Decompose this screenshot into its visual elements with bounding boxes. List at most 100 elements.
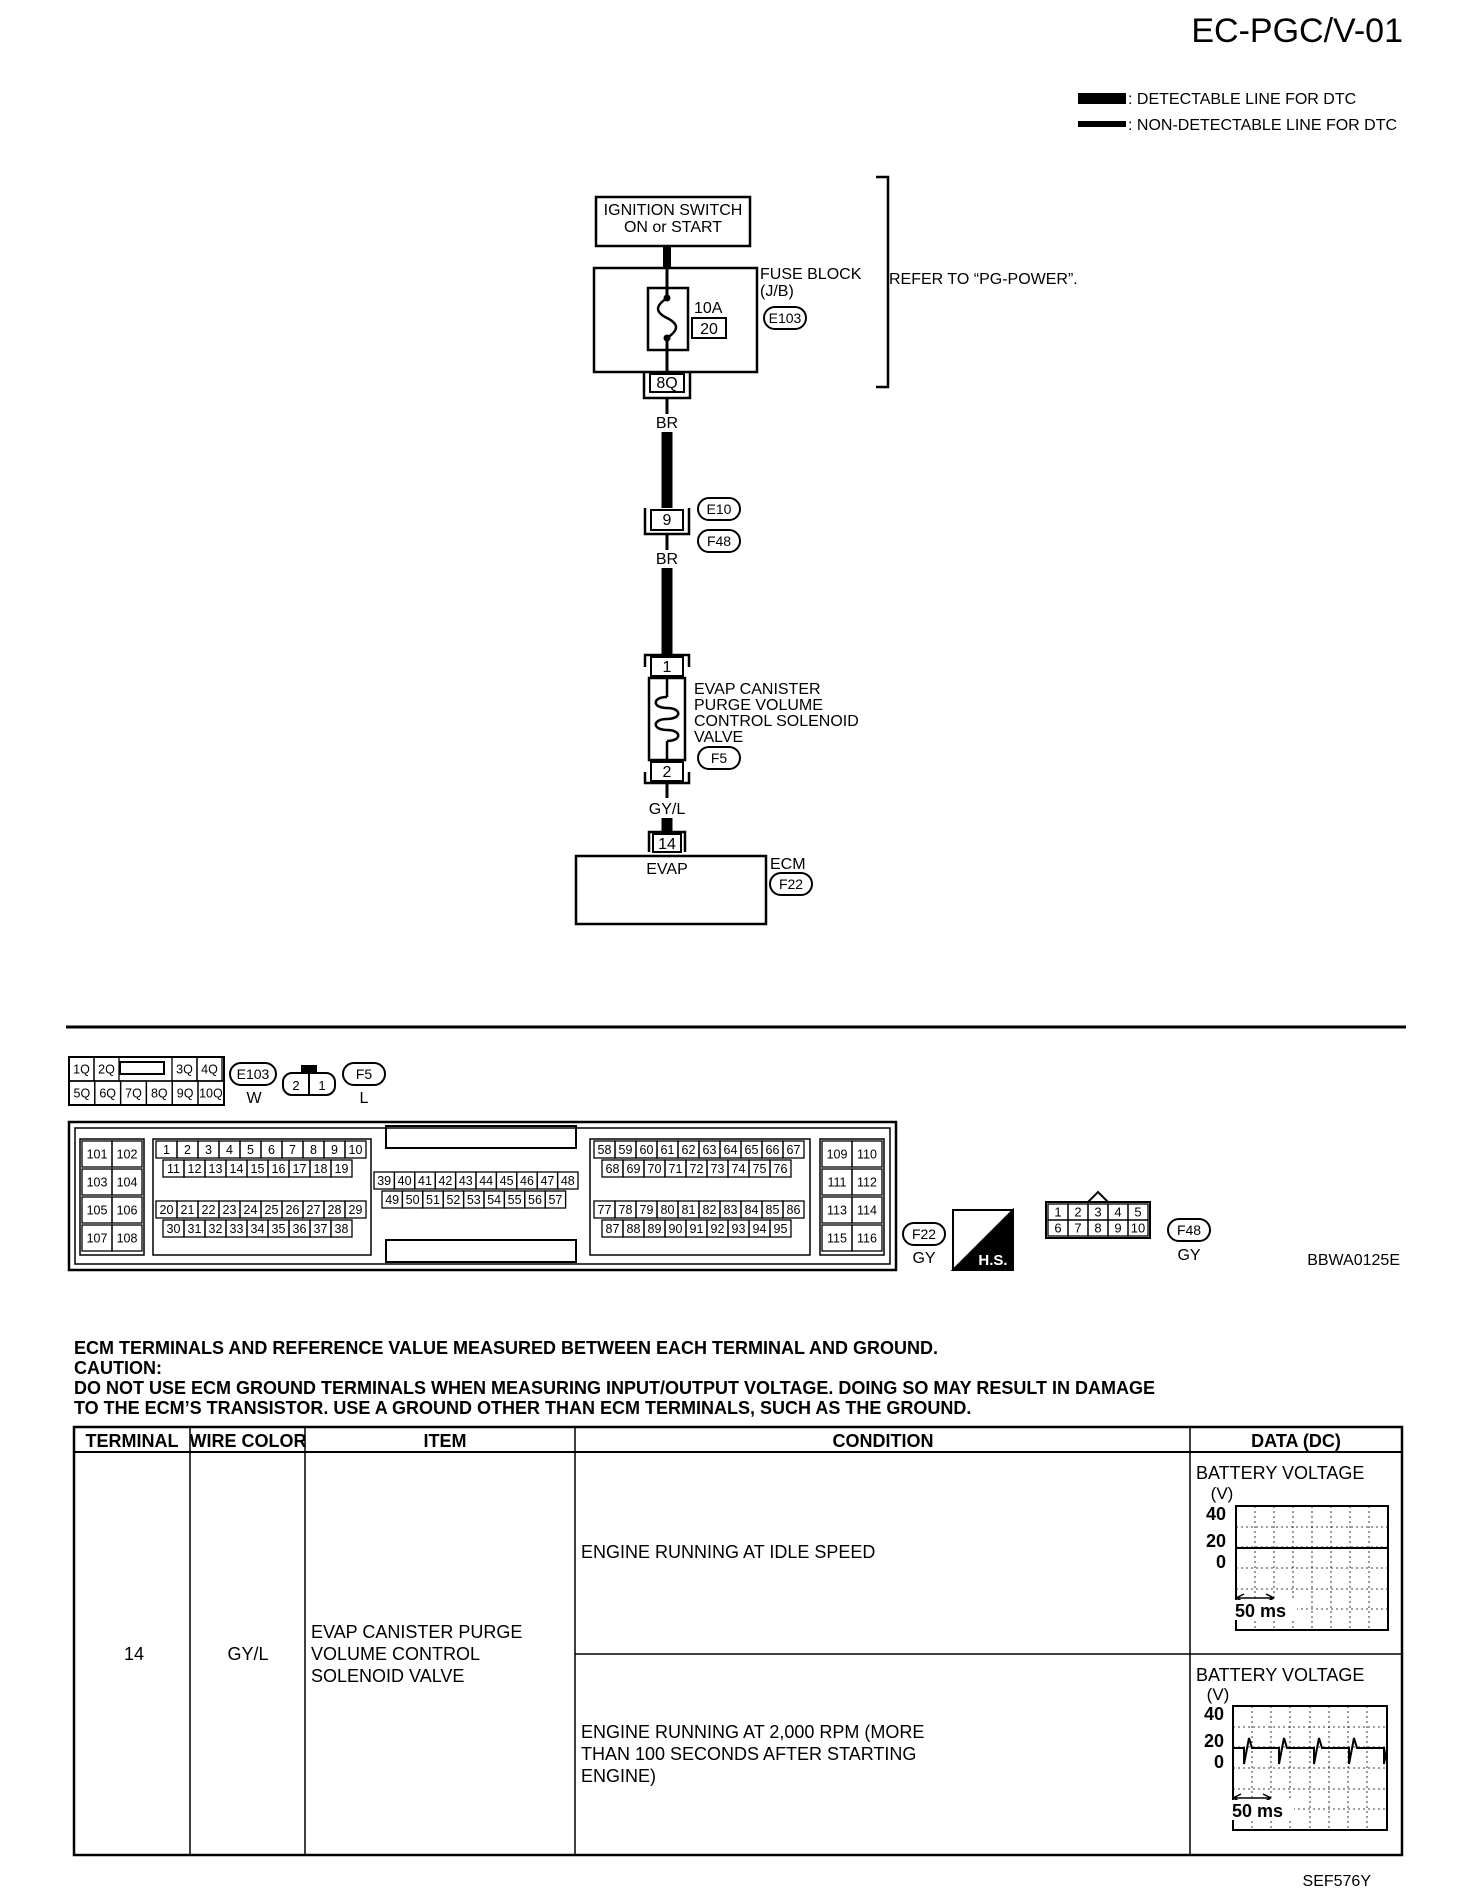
pin-8: 8	[1087, 1219, 1109, 1237]
svg-text:BR: BR	[656, 551, 678, 568]
pin-109: 109	[821, 1140, 853, 1168]
svg-text:3Q: 3Q	[176, 1063, 193, 1077]
svg-text:20: 20	[700, 321, 718, 338]
svg-text:9: 9	[331, 1143, 338, 1157]
svg-text:9Q: 9Q	[177, 1087, 194, 1101]
pin-69: 69	[622, 1159, 645, 1178]
svg-text:44: 44	[479, 1174, 493, 1188]
svg-text:6: 6	[1054, 1221, 1061, 1236]
pin-11: 11	[162, 1159, 185, 1178]
svg-text:87: 87	[606, 1222, 620, 1236]
cell-terminal: 14	[124, 1644, 144, 1664]
svg-text:F48: F48	[707, 533, 731, 549]
cell-condition-2000-3: ENGINE)	[581, 1766, 656, 1786]
pin-82: 82	[698, 1200, 721, 1219]
pin-4: 4	[218, 1140, 241, 1159]
svg-text:50 ms: 50 ms	[1235, 1601, 1286, 1621]
pin-3Q: 3Q	[171, 1056, 198, 1082]
svg-text:67: 67	[787, 1143, 801, 1157]
wiring-labels: IGNITION SWITCH ON or START FUSE BLOCK (…	[604, 202, 1078, 892]
svg-text:65: 65	[745, 1143, 759, 1157]
pin-55: 55	[503, 1190, 526, 1209]
pin-83: 83	[719, 1200, 742, 1219]
svg-text:42: 42	[438, 1174, 452, 1188]
cell-item-1: EVAP CANISTER PURGE	[311, 1622, 522, 1642]
pin-40: 40	[393, 1171, 416, 1190]
svg-text:61: 61	[661, 1143, 675, 1157]
pin-2: 2	[176, 1140, 199, 1159]
pin-106: 106	[111, 1196, 143, 1224]
svg-text:46: 46	[520, 1174, 534, 1188]
svg-text:88: 88	[627, 1222, 641, 1236]
svg-text:VALVE: VALVE	[694, 729, 743, 746]
svg-text:3: 3	[1094, 1205, 1101, 1220]
ecm-connector-face	[67, 1120, 898, 1272]
pin-8: 8	[302, 1140, 325, 1159]
pin-7Q: 7Q	[119, 1080, 148, 1106]
scope-2000rpm-trace	[1233, 1737, 1388, 1765]
pin-41: 41	[414, 1171, 436, 1190]
pin-21: 21	[176, 1200, 199, 1219]
pin-3: 3	[197, 1140, 220, 1159]
svg-text:71: 71	[669, 1162, 683, 1176]
pin-32: 32	[204, 1219, 227, 1238]
pin-5: 5	[1127, 1203, 1149, 1221]
svg-text:56: 56	[528, 1193, 542, 1207]
pin-31: 31	[183, 1219, 206, 1238]
pin-49: 49	[381, 1190, 404, 1209]
pin-43: 43	[454, 1171, 477, 1190]
svg-text:22: 22	[202, 1203, 216, 1217]
connector-ovals	[697, 306, 813, 896]
pin-67: 67	[782, 1140, 805, 1159]
wiring-schematic	[574, 175, 890, 926]
svg-text:16: 16	[272, 1162, 286, 1176]
pin-50: 50	[401, 1190, 424, 1209]
svg-text:50 ms: 50 ms	[1232, 1801, 1283, 1821]
pin-73: 73	[706, 1159, 729, 1178]
svg-text:TERMINAL: TERMINAL	[86, 1431, 179, 1451]
svg-text:39: 39	[377, 1174, 391, 1188]
pin-59: 59	[614, 1140, 637, 1159]
svg-text:84: 84	[745, 1203, 759, 1217]
svg-text:70: 70	[648, 1162, 662, 1176]
svg-text:F5: F5	[711, 750, 728, 766]
svg-text:78: 78	[619, 1203, 633, 1217]
svg-text:CONTROL SOLENOID: CONTROL SOLENOID	[694, 713, 859, 730]
svg-text:10: 10	[1131, 1221, 1145, 1236]
pin-16: 16	[267, 1159, 290, 1178]
svg-text:85: 85	[766, 1203, 780, 1217]
pin-12: 12	[183, 1159, 206, 1178]
svg-text:1: 1	[663, 659, 672, 676]
svg-text:60: 60	[640, 1143, 654, 1157]
pin-104: 104	[111, 1168, 143, 1196]
pin-7: 7	[1067, 1219, 1089, 1237]
svg-text:91: 91	[690, 1222, 704, 1236]
terminal-table	[72, 1425, 1404, 1857]
pin-22: 22	[197, 1200, 220, 1219]
pin-53: 53	[462, 1190, 485, 1209]
pin-79: 79	[635, 1200, 658, 1219]
pin-71: 71	[664, 1159, 687, 1178]
svg-text:58: 58	[598, 1143, 612, 1157]
svg-text:WIRE COLOR: WIRE COLOR	[190, 1431, 307, 1451]
pin-24: 24	[239, 1200, 262, 1219]
page-id: EC-PGC/V-01	[1191, 12, 1403, 50]
pin-37: 37	[309, 1219, 332, 1238]
svg-text:0: 0	[1214, 1752, 1224, 1772]
non-detectable-line-swatch	[1078, 121, 1126, 127]
svg-text:H.S.: H.S.	[978, 1252, 1007, 1269]
pin-46: 46	[516, 1171, 538, 1190]
svg-text:72: 72	[690, 1162, 704, 1176]
pin-26: 26	[281, 1200, 304, 1219]
svg-text:2Q: 2Q	[98, 1063, 115, 1077]
svg-text:13: 13	[209, 1162, 223, 1176]
svg-text:95: 95	[774, 1222, 788, 1236]
svg-text:EVAP CANISTER: EVAP CANISTER	[694, 681, 821, 698]
refer-bracket	[876, 175, 890, 389]
svg-text:W: W	[246, 1090, 262, 1107]
svg-text:113: 113	[827, 1204, 847, 1218]
svg-text:28: 28	[328, 1203, 342, 1217]
pin-112: 112	[851, 1168, 883, 1196]
svg-text:REFER TO “PG-POWER”.: REFER TO “PG-POWER”.	[889, 271, 1078, 288]
svg-text:F22: F22	[779, 876, 803, 892]
